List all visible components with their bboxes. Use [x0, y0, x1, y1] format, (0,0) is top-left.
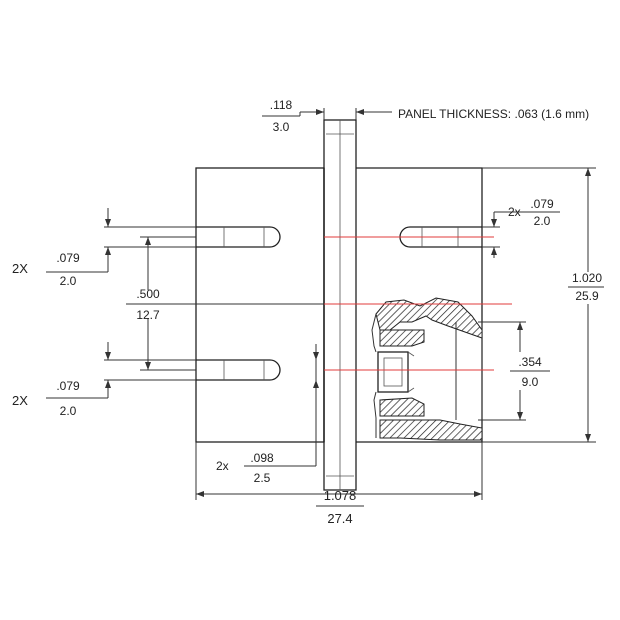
dim-spacing: .500 12.7: [126, 236, 324, 371]
dim-pin-mm: 2.5: [254, 471, 271, 485]
dim-pin-in: .098: [250, 451, 274, 465]
front-housing: [356, 167, 483, 443]
rear-pin-top: [196, 226, 281, 248]
center-lines: [324, 236, 512, 371]
connector-body: [195, 119, 483, 491]
rear-housing: [195, 167, 325, 443]
dim-bottom-hole-in: .079: [56, 379, 80, 393]
dim-top-hole: 2X .079 2.0: [12, 208, 196, 288]
dim-length: 1.078 27.4: [195, 442, 483, 526]
dim-pin-qty: 2x: [216, 459, 229, 473]
dim-length-mm: 27.4: [327, 511, 352, 526]
dim-top-hole-mm: 2.0: [60, 274, 77, 288]
rear-pin-bottom: [196, 359, 281, 381]
dim-height: 1.020 25.9: [482, 167, 604, 443]
dim-spacing-mm: 12.7: [136, 308, 160, 322]
dim-flange-mm: 3.0: [273, 120, 290, 134]
dim-inner-mm: 9.0: [522, 375, 539, 389]
dim-bottom-hole: 2X .079 2.0: [12, 342, 196, 418]
dim-spacing-in: .500: [136, 287, 160, 301]
dim-right-hole-in: .079: [530, 197, 554, 211]
dim-right-hole-mm: 2.0: [534, 214, 551, 228]
dim-top-hole-qty: 2X: [12, 261, 28, 276]
socket-section: [371, 297, 483, 441]
dim-bottom-hole-mm: 2.0: [60, 404, 77, 418]
panel-thickness-note: PANEL THICKNESS: .063 (1.6 mm): [398, 107, 589, 121]
dim-bottom-hole-qty: 2X: [12, 393, 28, 408]
dim-top-hole-in: .079: [56, 251, 80, 265]
dim-flange: .118 3.0 PANEL THICKNESS: .063 (1.6 mm): [262, 98, 589, 134]
dim-inner: .354 9.0: [478, 321, 550, 421]
dim-inner-in: .354: [518, 355, 542, 369]
dim-pin: 2x .098 2.5: [216, 344, 319, 485]
dim-right-hole: 2x .079 2.0: [482, 197, 560, 258]
dim-height-in: 1.020: [572, 271, 602, 285]
dim-right-hole-qty: 2x: [508, 205, 521, 219]
dim-flange-in: .118: [270, 98, 293, 112]
dim-height-mm: 25.9: [575, 289, 599, 303]
dim-length-in: 1.078: [324, 488, 357, 503]
